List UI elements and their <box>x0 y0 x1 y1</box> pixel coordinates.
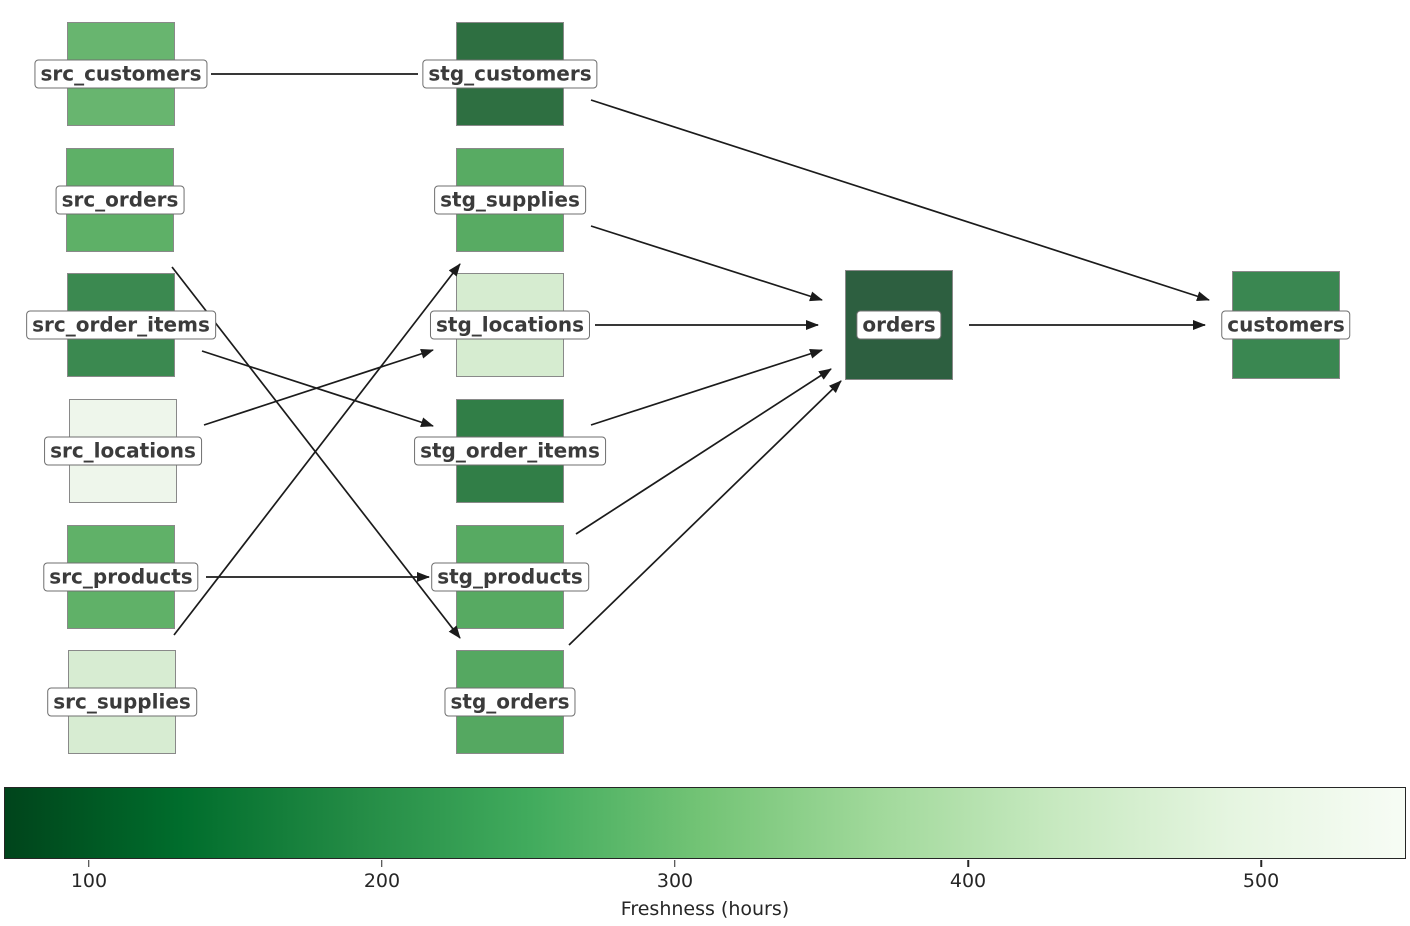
node-label-src_supplies: src_supplies <box>47 687 197 717</box>
edge-stg_customers-to-customers <box>590 99 1210 302</box>
node-label-stg_supplies: stg_supplies <box>434 185 586 215</box>
colorbar-tick-label-400: 400 <box>949 870 987 892</box>
colorbar-tick-mark-100 <box>88 860 90 867</box>
node-label-stg_order_items: stg_order_items <box>414 436 606 466</box>
edge-stg_order_items-to-orders <box>590 348 823 426</box>
node-label-src_customers: src_customers <box>34 59 208 89</box>
node-label-src_locations: src_locations <box>44 436 202 466</box>
colorbar-tick-mark-200 <box>381 860 383 867</box>
node-label-stg_orders: stg_orders <box>444 687 576 717</box>
freshness-colorbar <box>4 787 1406 859</box>
colorbar-axis-label: Freshness (hours) <box>620 898 790 920</box>
edge-stg_orders-to-orders <box>568 380 842 646</box>
node-label-orders: orders <box>856 310 942 340</box>
colorbar-tick-mark-300 <box>674 860 676 867</box>
colorbar-tick-mark-500 <box>1260 860 1262 867</box>
node-label-stg_customers: stg_customers <box>422 59 598 89</box>
edge-src_locations-to-stg_locations <box>203 348 434 426</box>
edge-stg_products-to-orders <box>575 368 832 535</box>
node-label-src_orders: src_orders <box>55 185 185 215</box>
edge-src_supplies-to-stg_supplies <box>173 263 461 636</box>
colorbar-tick-mark-400 <box>967 860 969 867</box>
colorbar-tick-label-300: 300 <box>656 870 694 892</box>
node-label-stg_products: stg_products <box>431 562 589 592</box>
edge-stg_supplies-to-orders <box>590 225 823 302</box>
colorbar-tick-label-500: 500 <box>1242 870 1280 892</box>
colorbar-tick-label-200: 200 <box>363 870 401 892</box>
node-label-src_products: src_products <box>43 562 199 592</box>
colorbar-tick-label-100: 100 <box>70 870 108 892</box>
node-label-src_order_items: src_order_items <box>26 310 216 340</box>
colorbar-ticks: 100 200 300 400 500 <box>4 859 1406 919</box>
node-label-stg_locations: stg_locations <box>429 310 591 340</box>
node-label-customers: customers <box>1221 310 1351 340</box>
